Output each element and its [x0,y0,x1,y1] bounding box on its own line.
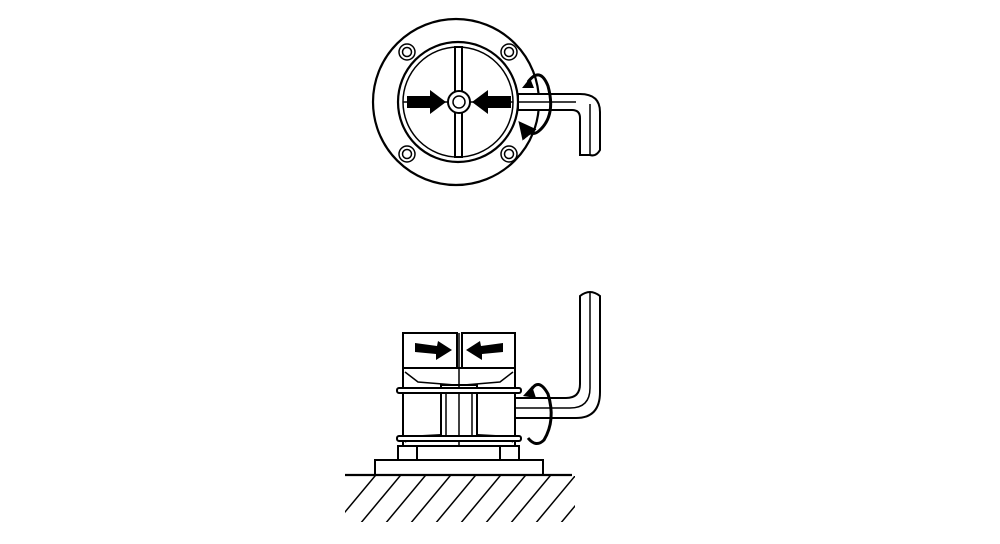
top-view-figure [371,17,601,187]
bolt-holes [398,43,518,163]
arrow-right-icon [407,90,446,114]
ring-top [396,387,522,394]
arrow-left-icon [472,90,511,114]
arrow-left-icon [466,341,503,360]
hub [447,90,471,114]
side-view-figure [345,291,601,522]
ring-bottom [396,435,522,442]
hex-key-tool [514,291,601,419]
hex-key-tool [517,93,601,157]
rotate-arrow-icon [518,73,553,141]
rotate-arrow-icon [526,383,553,445]
arrow-right-icon [415,341,452,360]
ground-hatch [345,476,575,522]
base-plate [374,459,544,476]
hub-inner [452,95,466,109]
